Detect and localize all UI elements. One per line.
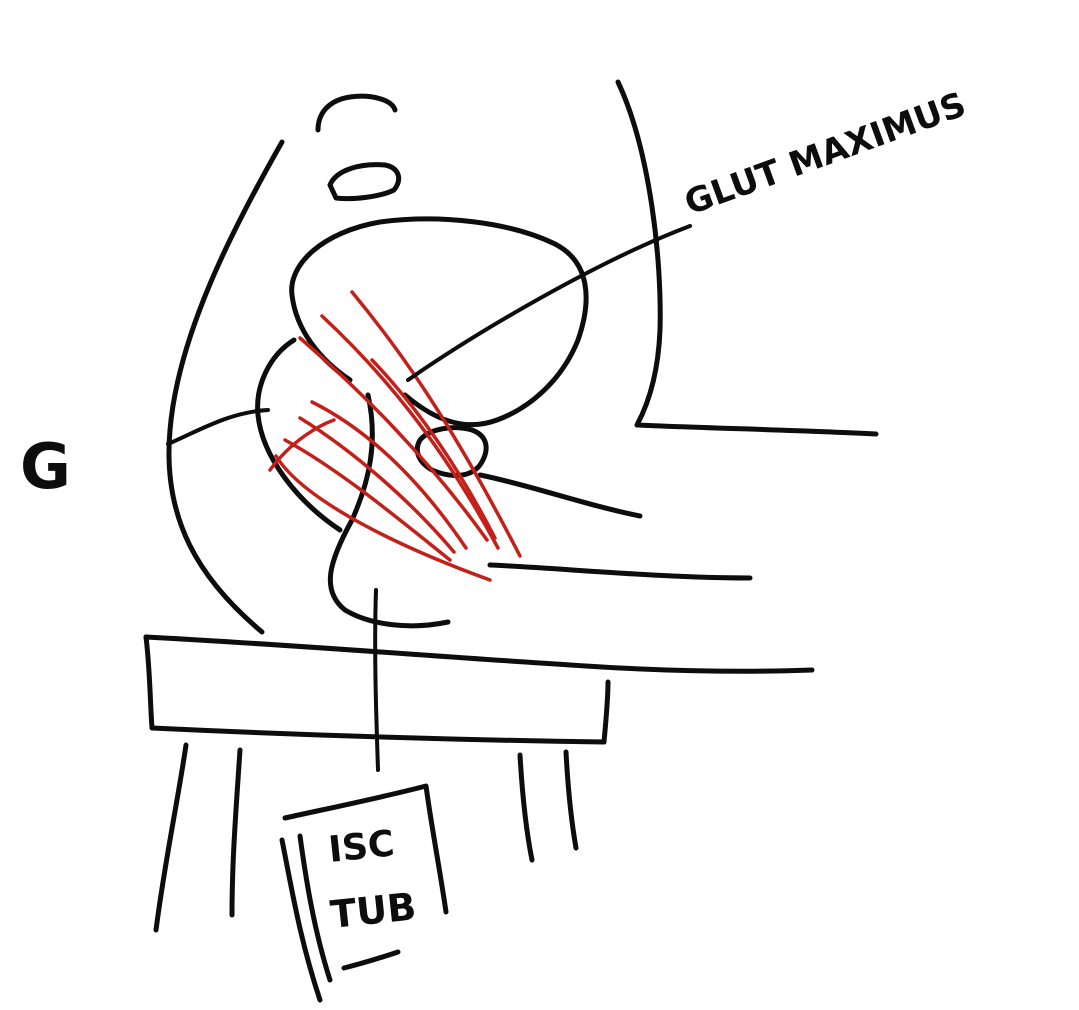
femur-lower-edge [490,565,750,578]
g-leader-line [168,410,268,444]
back-outline [169,142,282,632]
glut-maximus-label: GLUT MAXIMUS [679,85,971,224]
pelvis-outline [292,219,586,425]
vertebra-upper [318,96,395,130]
g-label: G [20,430,71,503]
muscle-leader-line [408,226,690,380]
stool-leg [520,755,532,860]
stool-leg [156,745,186,930]
seat-top [146,637,812,671]
femur-upper-edge [480,475,640,516]
tuberosity-leader-line [375,590,378,770]
tuberosity-label-line1: ISC [327,823,397,871]
stool-leg [232,750,240,915]
stool-leg [566,752,576,848]
muscle-fiber [352,292,520,556]
tuberosity-box-left-inner [300,836,330,980]
muscle-fiber [285,440,450,560]
muscle-fiber [300,338,487,540]
tuberosity-underline [344,952,398,968]
tuberosity-label-line2: TUB [328,884,418,937]
vertebra-lower [330,165,399,199]
